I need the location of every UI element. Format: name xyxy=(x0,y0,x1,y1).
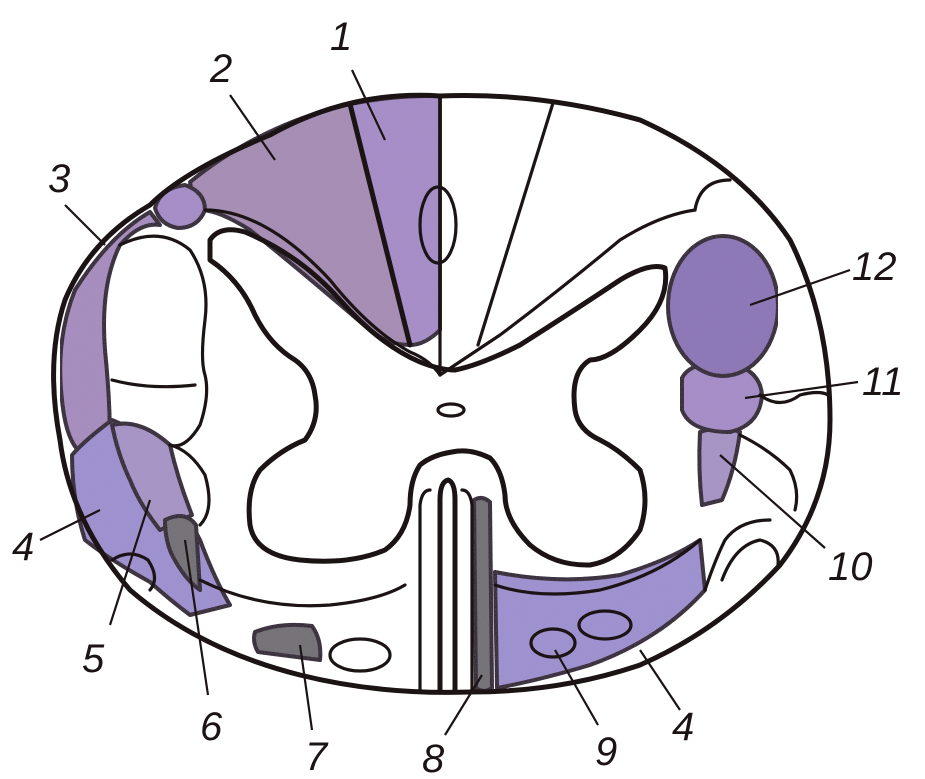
leader-10 xyxy=(720,455,825,548)
lateral-division-left-2 xyxy=(112,380,195,387)
label-10: 10 xyxy=(828,545,873,589)
label-4-right: 4 xyxy=(672,705,694,749)
label-9: 9 xyxy=(595,730,617,774)
leader-8 xyxy=(445,675,482,735)
label-5: 5 xyxy=(82,637,105,681)
tract-lateral-corticospinal xyxy=(668,236,778,376)
label-1: 1 xyxy=(330,15,352,59)
label-8: 8 xyxy=(422,737,445,779)
leader-4b xyxy=(640,650,680,710)
label-11: 11 xyxy=(862,360,904,404)
lateral-division-right-1 xyxy=(695,180,730,210)
tract-anterior-corticospinal xyxy=(474,498,492,691)
label-3: 3 xyxy=(48,157,70,201)
label-12: 12 xyxy=(852,245,897,289)
posterior-column-divider-right xyxy=(478,103,553,345)
label-6: 6 xyxy=(200,705,223,749)
lateral-division-left-1 xyxy=(120,236,207,446)
tract-posterior-spinocerebellar xyxy=(60,212,160,452)
label-7: 7 xyxy=(305,735,329,779)
label-2: 2 xyxy=(209,47,232,91)
tract-gray-small xyxy=(254,625,320,660)
anterior-fissure-inner-right xyxy=(462,490,472,690)
label-4-left: 4 xyxy=(12,525,34,569)
anterior-funiculus-boundary-left xyxy=(200,580,405,606)
anterior-fissure-inner-left xyxy=(420,490,430,690)
labels: 1 2 3 4 5 6 7 8 9 4 10 11 12 xyxy=(12,15,904,779)
posterior-column-boundary-right xyxy=(440,210,695,375)
anterior-oval-left xyxy=(330,639,390,671)
leader-3 xyxy=(65,205,105,245)
anterior-median-fissure xyxy=(440,480,455,690)
central-canal xyxy=(438,404,464,416)
